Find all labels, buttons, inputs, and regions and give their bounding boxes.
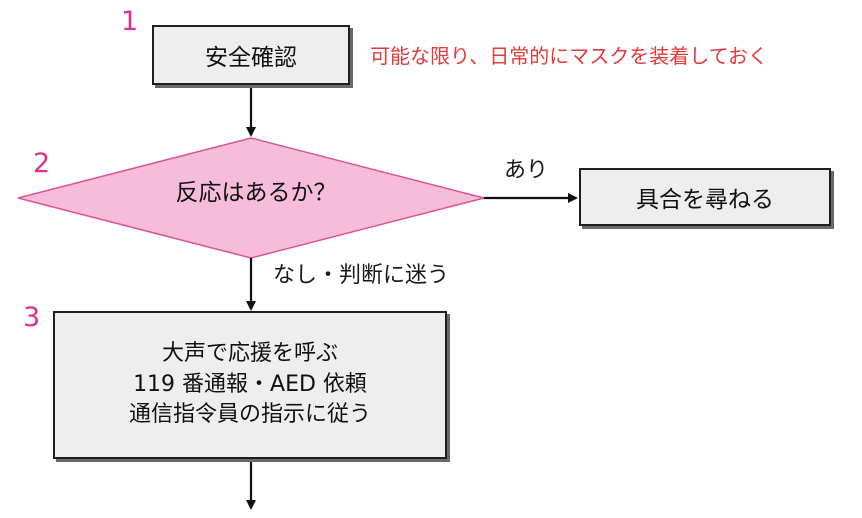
branch-no-label: なし・判断に迷う	[273, 263, 450, 288]
step-number-3: 3	[23, 302, 41, 333]
step-3-line-1: 大声で応援を呼ぶ	[161, 341, 338, 367]
step-3-call-help-box: 大声で応援を呼ぶ 119 番通報・AED 依頼 通信指令員の指示に従う	[53, 311, 447, 459]
step-1-label: 安全確認	[205, 45, 297, 71]
step-number-2: 2	[33, 148, 51, 179]
step-3-line-3: 通信指令員の指示に従う	[128, 402, 371, 428]
decision-label: 反応はあるか？	[175, 180, 337, 206]
step-1-safety-check-box: 安全確認	[152, 25, 350, 85]
step-number-1: 1	[121, 6, 139, 37]
step-3-line-2: 119 番通報・AED 依頼	[133, 371, 367, 397]
mask-note: 可能な限り、日常的にマスクを装着しておく	[370, 44, 768, 68]
ask-condition-box: 具合を尋ねる	[579, 168, 831, 226]
branch-yes-label: あり	[504, 158, 549, 183]
ask-condition-label: 具合を尋ねる	[636, 187, 774, 213]
